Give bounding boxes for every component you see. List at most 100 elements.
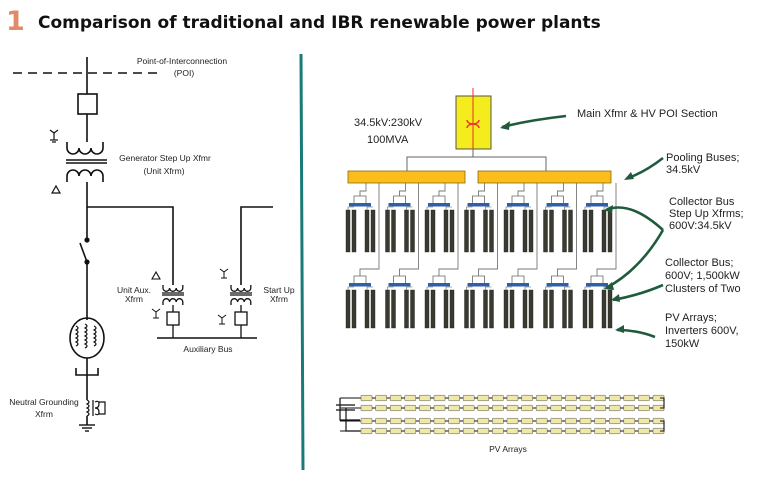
arrow-collector-xfmr-2 <box>605 229 665 290</box>
pv-module <box>477 404 490 412</box>
pv-module <box>462 394 475 402</box>
pv-panel <box>601 289 607 329</box>
pv-module <box>375 394 387 402</box>
pv-panel <box>582 289 588 329</box>
pv-panel <box>568 289 573 329</box>
pv-module <box>419 404 431 412</box>
pv-panel <box>470 209 475 253</box>
pv-module <box>389 417 402 425</box>
startup-transformer <box>230 285 252 338</box>
pv-module <box>433 417 446 425</box>
pooling-label: Pooling Buses; <box>666 152 739 164</box>
pv-module <box>579 417 592 425</box>
arrow-collector-xfmr <box>605 206 664 231</box>
pv-panel <box>483 289 488 329</box>
pv-panel <box>430 289 436 329</box>
pv-panel <box>522 289 528 329</box>
pv-cluster <box>345 183 376 253</box>
pv-module <box>623 417 636 425</box>
pv-panel <box>568 209 573 253</box>
disconnect-switch <box>79 242 88 263</box>
pv-module <box>492 394 504 402</box>
pv-module <box>375 427 387 435</box>
wye-ground-icon <box>219 268 229 279</box>
pv-panel <box>449 289 455 329</box>
pv-module <box>462 417 475 425</box>
pv-panel <box>528 209 534 253</box>
pv-module <box>623 404 636 412</box>
aux-bus-label: Auxiliary Bus <box>183 344 232 354</box>
pv-module <box>389 394 402 402</box>
pv-panel <box>464 209 469 253</box>
unit-aux-label-sub: Xfrm <box>125 294 143 304</box>
pv-panel <box>443 289 449 329</box>
pv-module <box>448 417 460 425</box>
section-number: 1 <box>6 6 25 37</box>
pv-arrays-caption: PV Arrays <box>489 444 527 454</box>
poi-label-abbr: (POI) <box>174 68 194 78</box>
pv-module <box>550 404 563 412</box>
pv-module <box>535 404 548 412</box>
pv-panel <box>364 289 370 329</box>
pv-module <box>506 417 519 425</box>
pv-panel <box>410 289 415 329</box>
neutral-grounding-transformer <box>85 399 106 417</box>
pv-module <box>506 394 519 402</box>
pv-module <box>535 417 548 425</box>
pv-module <box>419 394 431 402</box>
pv-module <box>579 394 592 402</box>
pv-module <box>594 404 606 412</box>
pv-panel <box>549 289 554 329</box>
pv-cluster <box>385 183 415 253</box>
pooling-bus-right <box>477 170 612 184</box>
pv-module <box>462 427 475 435</box>
pv-panel <box>562 289 567 329</box>
pv-module <box>448 404 460 412</box>
pv-module <box>608 417 621 425</box>
breaker <box>77 93 98 115</box>
pooling-label-kv: 34.5kV <box>666 164 701 176</box>
pv-label-3: 150kW <box>665 338 700 350</box>
pv-panel <box>588 289 594 329</box>
pv-panel <box>351 209 357 253</box>
pv-panel <box>588 209 594 253</box>
pv-panel <box>509 289 515 329</box>
startup-label-sub: Xfrm <box>270 294 288 304</box>
pv-panel <box>607 289 613 329</box>
pv-panel <box>391 209 396 253</box>
pv-panel <box>443 209 449 253</box>
pv-module <box>389 427 402 435</box>
pooling-bus-left <box>347 170 466 184</box>
traditional-plant-diagram <box>13 57 273 432</box>
pv-module <box>594 394 606 402</box>
pv-cluster <box>464 183 494 253</box>
arrow-heads <box>500 121 634 333</box>
pv-panel <box>562 209 567 253</box>
pv-module <box>594 417 606 425</box>
pv-module <box>404 394 417 402</box>
pv-module <box>550 394 563 402</box>
pv-panel <box>430 209 436 253</box>
pv-label: PV Arrays; <box>665 312 717 324</box>
collector-xfmr-label: Collector Bus <box>669 196 735 208</box>
pv-module <box>521 394 533 402</box>
pv-cluster <box>424 183 455 253</box>
pv-module <box>477 394 490 402</box>
collector-bus <box>507 203 529 207</box>
pv-module <box>565 417 577 425</box>
pv-module <box>521 427 533 435</box>
pv-module <box>360 394 373 402</box>
collector-bus-label: Collector Bus; <box>665 257 733 269</box>
pv-panel <box>607 209 613 253</box>
pv-module <box>389 404 402 412</box>
pv-panel <box>385 209 390 253</box>
pv-module <box>404 404 417 412</box>
collector-xfmr-label-2: Step Up Xfrms; <box>669 208 744 220</box>
collector-bus <box>467 203 490 207</box>
pv-cluster <box>464 183 498 329</box>
collector-bus-label-3: Clusters of Two <box>665 283 741 295</box>
generator-icon <box>69 317 105 359</box>
arrow-main-xfmr <box>501 114 567 129</box>
pv-cluster <box>582 183 613 253</box>
